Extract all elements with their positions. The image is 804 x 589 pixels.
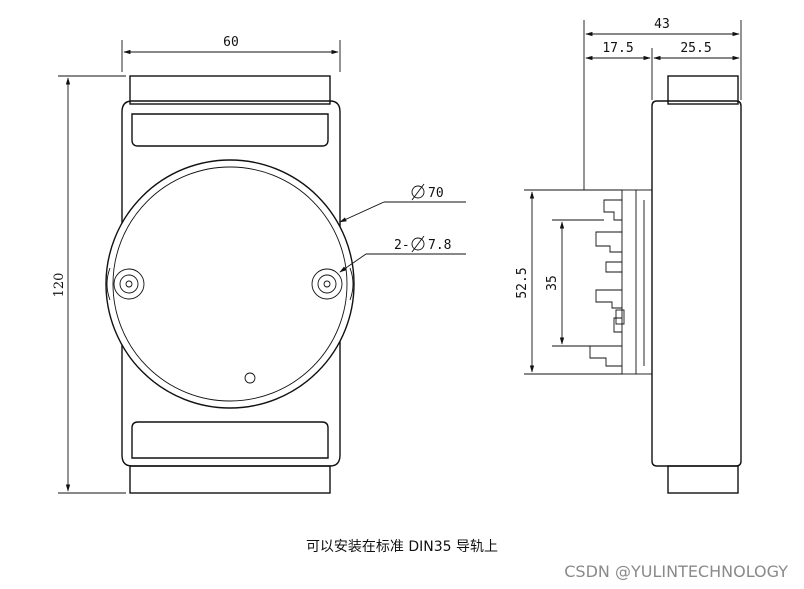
side-view: 43 17.5 25.5 52.5 35	[515, 17, 742, 494]
lower-window	[131, 421, 329, 459]
side-bottom-cap	[667, 465, 739, 494]
right-mount-hole	[311, 268, 343, 300]
front-body	[121, 100, 341, 467]
hole-diameter-symbol	[411, 235, 425, 253]
hole-label-prefix: 2-	[394, 238, 410, 253]
diameter-symbol	[411, 183, 425, 201]
rail-inner-label: 35	[545, 275, 560, 291]
hole-leader	[339, 253, 367, 273]
left-mount-hole	[113, 268, 145, 300]
side-top-cap	[667, 75, 739, 105]
caption: 可以安装在标准 DIN35 导轨上	[305, 539, 499, 555]
indicator-dot	[244, 372, 256, 384]
side-right-segment-label: 25.5	[680, 41, 711, 56]
hole-label-value: 7.8	[428, 238, 451, 253]
bottom-cap	[129, 465, 331, 494]
left-tab	[106, 267, 111, 301]
side-body	[651, 100, 742, 467]
rail-outer-label: 52.5	[515, 267, 530, 298]
round-cover-outer	[105, 159, 355, 409]
side-total-label: 43	[654, 17, 670, 32]
diameter-label: 70	[428, 186, 444, 201]
diameter-leader	[339, 201, 385, 223]
height-label: 120	[52, 273, 67, 298]
front-view: 60 120 70 2- 7.8	[52, 35, 466, 494]
side-left-segment-label: 17.5	[602, 41, 633, 56]
din-rail-clip	[589, 189, 653, 375]
round-cover-inner	[112, 166, 348, 402]
watermark: CSDN @YULINTECHNOLOGY	[564, 562, 788, 581]
top-cap	[129, 75, 331, 105]
right-tab	[349, 267, 354, 301]
upper-window	[131, 113, 329, 147]
width-label: 60	[223, 35, 239, 50]
